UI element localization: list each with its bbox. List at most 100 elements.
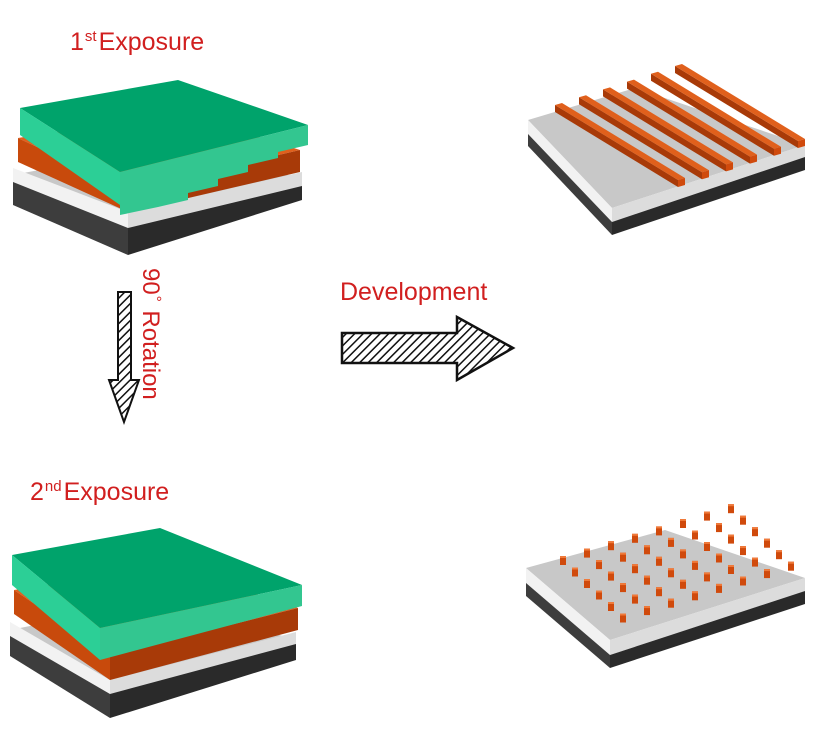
- resist-pillar-top: [668, 537, 674, 540]
- resist-pillar-top: [596, 560, 602, 563]
- white-layer-left: [10, 622, 110, 694]
- resist-pillar: [644, 606, 650, 616]
- resist-pillar: [596, 590, 602, 600]
- resist-pillar-top: [692, 591, 698, 594]
- resist-pillar-top: [632, 564, 638, 567]
- resist-pillar: [776, 550, 782, 560]
- resist-pillar: [596, 560, 602, 570]
- mask-side-left: [20, 108, 120, 205]
- developed-lines-stack: [528, 64, 805, 235]
- resist-pillar-top: [644, 606, 650, 609]
- resist-pillar-top: [656, 556, 662, 559]
- resist-pillar: [560, 556, 566, 565]
- resist-pillar: [680, 519, 686, 528]
- white-layer-left: [526, 568, 610, 655]
- resist-line: [579, 95, 709, 173]
- resist-pillar-top: [680, 519, 686, 521]
- resist-pillar-top: [596, 590, 602, 593]
- resist-pillar-top: [728, 534, 734, 537]
- resist-pillar: [704, 542, 710, 551]
- resist-pillar: [764, 538, 770, 548]
- resist-pillar-top: [668, 598, 674, 601]
- resist-pillar: [752, 557, 758, 567]
- hatched-right-arrow-icon: [340, 314, 516, 383]
- rotation-number: 90: [137, 268, 164, 295]
- resist-pillar: [620, 583, 626, 593]
- resist-pillar-top: [620, 583, 626, 586]
- second-exposure-number: 2: [30, 478, 44, 506]
- resist-pillar-top: [704, 542, 710, 544]
- resist-pillar: [668, 568, 674, 578]
- resist-pillar-top: [632, 594, 638, 597]
- substrate-top: [526, 530, 805, 640]
- resist-pillar: [608, 602, 614, 611]
- white-layer-right: [110, 632, 296, 694]
- resist-pillar: [668, 537, 674, 547]
- resist-pillar: [692, 560, 698, 570]
- white-layer-right: [610, 578, 805, 655]
- resist-pillar: [644, 545, 650, 555]
- resist-line-side: [603, 89, 726, 172]
- mask-side-left: [12, 555, 100, 660]
- resist-side-left: [18, 138, 128, 212]
- first-exposure-number: 1: [70, 28, 84, 56]
- substrate-side-left: [526, 583, 610, 668]
- resist-pillar: [740, 546, 746, 556]
- resist-pillar-top: [740, 576, 746, 579]
- first-exposure-stack: [13, 80, 308, 255]
- resist-pillar-top: [740, 515, 746, 518]
- resist-pillar-top: [728, 565, 734, 567]
- second-exposure-stack: [10, 528, 302, 718]
- resist-pillar: [704, 511, 710, 521]
- resist-pillar: [572, 567, 578, 577]
- resist-pillar: [752, 527, 758, 537]
- resist-line: [651, 71, 781, 149]
- rotation-text: Rotation: [137, 310, 164, 400]
- resist-pillar-top: [620, 613, 626, 616]
- resist-pillar-top: [680, 549, 686, 552]
- resist-pillar: [764, 569, 770, 579]
- resist-pillar-top: [644, 545, 650, 548]
- resist-pillar: [692, 530, 698, 540]
- resist-line-side: [555, 105, 678, 187]
- resist-pillar-top: [776, 550, 782, 553]
- white-layer-left: [13, 168, 128, 228]
- mask-top: [20, 80, 308, 172]
- resist-pillar: [716, 523, 722, 533]
- white-layer-left: [528, 120, 612, 222]
- rotation-label: 90° Rotation: [137, 268, 164, 400]
- resist-pillar-top: [716, 553, 722, 556]
- development-label: Development: [340, 278, 488, 306]
- resist-pillar: [584, 548, 590, 558]
- substrate-side-left: [10, 630, 110, 718]
- second-exposure-ordinal: nd: [44, 478, 62, 495]
- resist-pillar: [680, 549, 686, 559]
- resist-pillar: [608, 571, 614, 581]
- substrate-side-right: [610, 591, 805, 668]
- resist-pillar-top: [788, 561, 794, 564]
- first-exposure-text: Exposure: [98, 28, 205, 56]
- resist-pillar-top: [692, 530, 698, 533]
- resist-pillar-top: [740, 546, 746, 549]
- resist-line-end: [750, 154, 757, 164]
- resist-line: [627, 79, 757, 157]
- resist-line: [603, 87, 733, 165]
- first-exposure-label: 1stExposure: [70, 28, 205, 56]
- resist-pillar-top: [608, 602, 614, 604]
- resist-pillar: [620, 552, 626, 562]
- resist-pillar: [692, 591, 698, 601]
- mask-side-right: [120, 125, 308, 215]
- resist-pillar-top: [584, 579, 590, 581]
- substrate-side-right: [612, 157, 805, 235]
- resist-pillar-top: [716, 523, 722, 526]
- resist-pillar-top: [692, 560, 698, 563]
- resist-pillar-top: [572, 567, 578, 570]
- resist-pillar: [668, 598, 674, 608]
- resist-line: [555, 103, 685, 180]
- resist-line-side: [627, 81, 750, 164]
- resist-pillar: [608, 541, 614, 551]
- resist-pillar-top: [764, 538, 770, 541]
- substrate-side-right: [128, 179, 302, 255]
- resist-pillar: [704, 572, 710, 582]
